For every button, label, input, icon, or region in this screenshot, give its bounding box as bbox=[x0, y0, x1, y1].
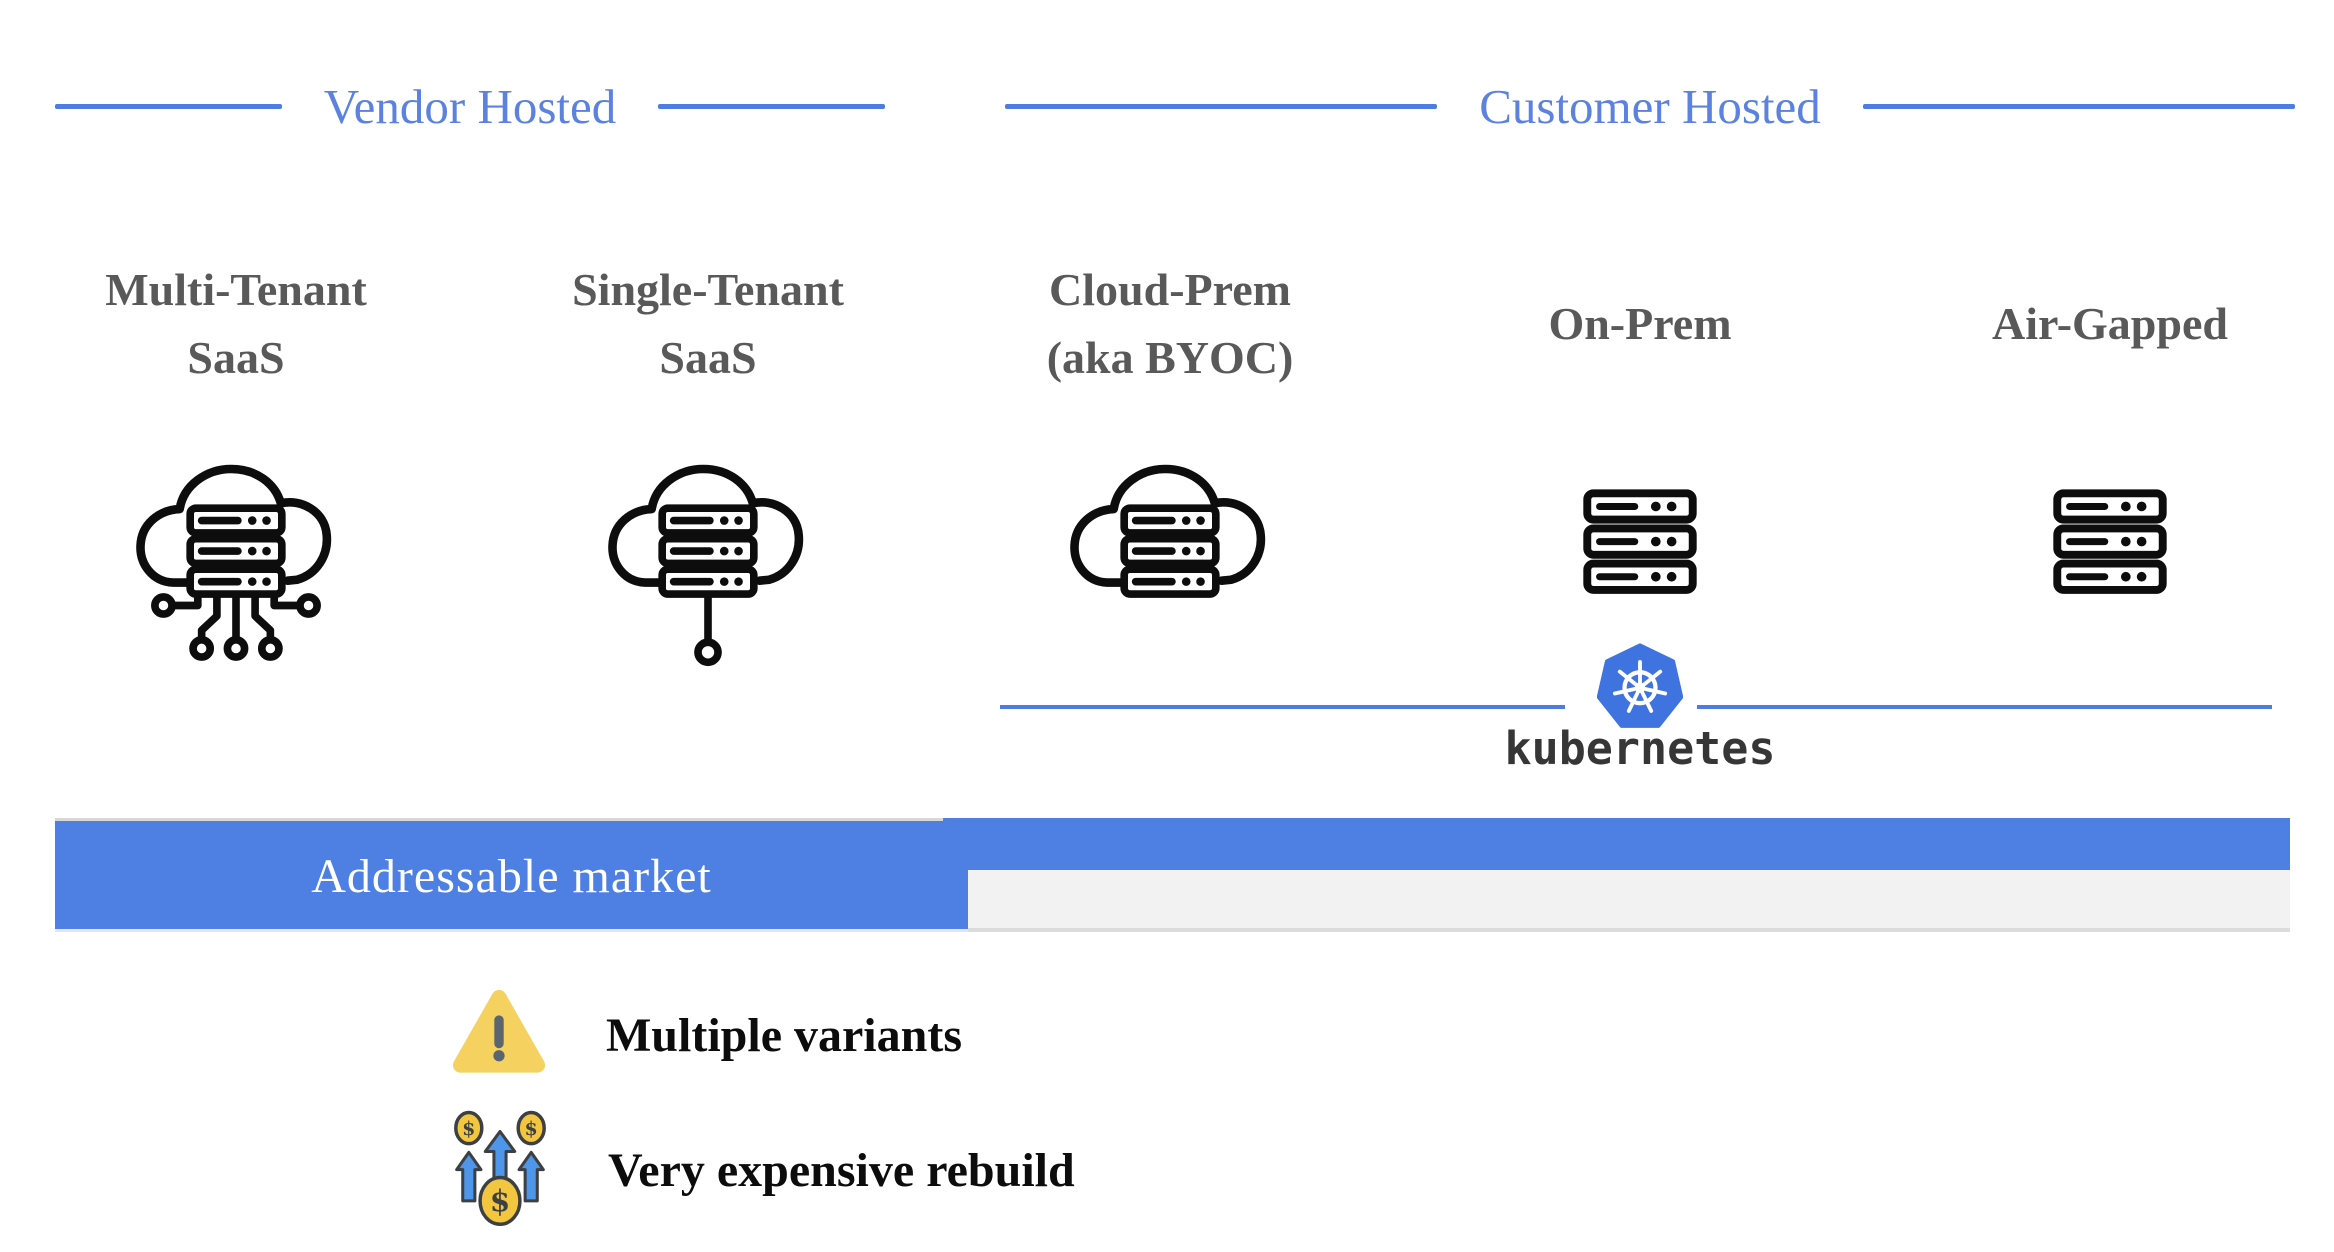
svg-text:$: $ bbox=[462, 1118, 475, 1140]
kubernetes-underline-right bbox=[1697, 705, 2272, 709]
kubernetes-logo-icon bbox=[1596, 643, 1684, 729]
column-title-on-prem: On-Prem bbox=[1410, 248, 1870, 400]
kubernetes-wordmark: kubernetes bbox=[1504, 722, 1776, 775]
customer-hosted-header: Customer Hosted bbox=[1005, 78, 2295, 134]
cost-increase-icon: $ $ $ bbox=[448, 1109, 552, 1232]
svg-text:$: $ bbox=[490, 1183, 511, 1218]
note-multiple-variants: Multiple variants bbox=[452, 980, 962, 1090]
note-text: Multiple variants bbox=[606, 1008, 962, 1062]
band-bottom-edge bbox=[55, 929, 968, 932]
server-rack-icon bbox=[2052, 488, 2168, 595]
addressable-market-label: Addressable market bbox=[311, 849, 712, 903]
band-blue-strip bbox=[943, 818, 2290, 870]
cloud-server-connected-icon bbox=[603, 448, 813, 669]
title-line: Air-Gapped bbox=[1992, 298, 2228, 349]
note-very-expensive-rebuild: $ $ $ Very expensive rebuild bbox=[448, 1104, 1075, 1236]
title-line: (aka BYOC) bbox=[1046, 332, 1294, 383]
header-rule-right bbox=[658, 103, 885, 109]
header-rule-left bbox=[55, 103, 282, 109]
title-line: Single-Tenant bbox=[572, 264, 844, 315]
header-rule-right bbox=[1862, 103, 2295, 109]
title-line: On-Prem bbox=[1548, 298, 1732, 349]
band-gray-panel bbox=[968, 870, 2290, 932]
title-line: SaaS bbox=[659, 332, 757, 383]
server-rack-icon bbox=[1582, 488, 1698, 595]
customer-hosted-label: Customer Hosted bbox=[1479, 78, 1821, 134]
header-rule-left bbox=[1005, 103, 1438, 109]
cloud-server-icon bbox=[1065, 448, 1275, 610]
column-title-cloud-prem: Cloud-Prem (aka BYOC) bbox=[940, 248, 1400, 400]
title-line: Cloud-Prem bbox=[1049, 264, 1291, 315]
note-text: Very expensive rebuild bbox=[608, 1143, 1075, 1197]
warning-icon bbox=[452, 989, 546, 1080]
vendor-hosted-header: Vendor Hosted bbox=[55, 78, 885, 134]
band-top-edge bbox=[55, 818, 945, 821]
vendor-hosted-label: Vendor Hosted bbox=[323, 78, 617, 134]
cloud-server-network-icon bbox=[131, 448, 341, 669]
kubernetes-underline-left bbox=[1000, 705, 1565, 709]
column-title-air-gapped: Air-Gapped bbox=[1880, 248, 2334, 400]
svg-text:$: $ bbox=[525, 1118, 538, 1140]
title-line: SaaS bbox=[187, 332, 285, 383]
addressable-market-bar: Addressable market bbox=[55, 821, 968, 931]
title-line: Multi-Tenant bbox=[105, 264, 367, 315]
